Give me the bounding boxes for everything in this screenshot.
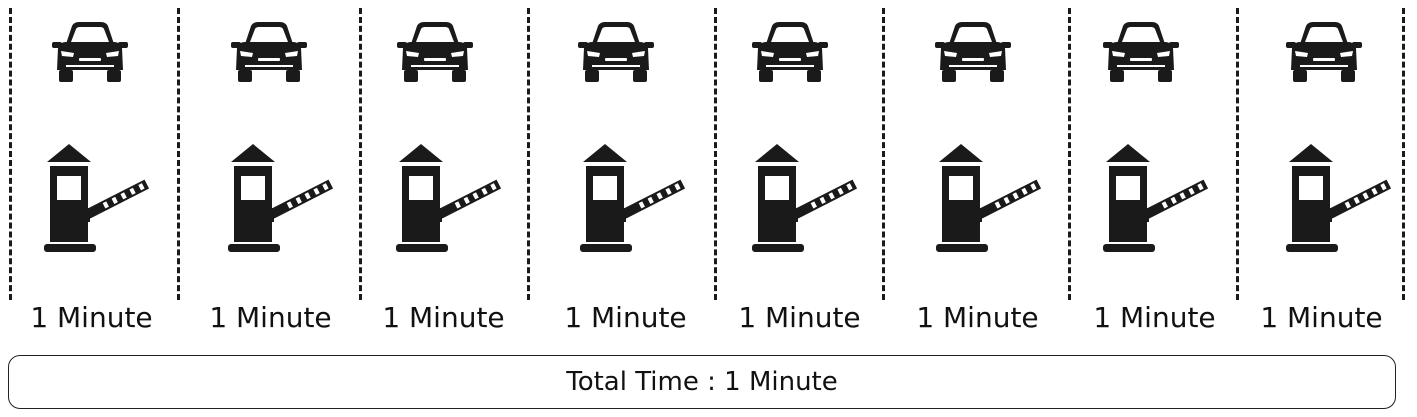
lane-divider [1236, 8, 1239, 300]
lane-divider [714, 8, 717, 300]
lane-divider [527, 8, 530, 300]
toll-booth-icon [936, 140, 1046, 260]
car-icon [52, 20, 128, 84]
lane-divider [177, 8, 180, 300]
car-icon [935, 20, 1011, 84]
toll-booth-icon [1286, 140, 1396, 260]
toll-booth-icon [580, 140, 690, 260]
toll-lane-5: 1 Minute [712, 0, 887, 345]
toll-booth-icon [752, 140, 862, 260]
lane-time-label: 1 Minute [1260, 301, 1383, 334]
total-time-box: Total Time : 1 Minute [8, 355, 1396, 409]
lane-time-label: 1 Minute [738, 301, 861, 334]
car-icon [231, 20, 307, 84]
lane-time-label: 1 Minute [1093, 301, 1216, 334]
toll-lane-7: 1 Minute [1067, 0, 1242, 345]
toll-booth-icon [228, 140, 338, 260]
toll-lane-4: 1 Minute [538, 0, 713, 345]
toll-lane-3: 1 Minute [356, 0, 531, 345]
toll-lane-2: 1 Minute [183, 0, 358, 345]
total-time-label: Total Time : 1 Minute [566, 367, 838, 397]
car-icon [578, 20, 654, 84]
toll-lane-1: 1 Minute [4, 0, 179, 345]
lane-divider [9, 8, 12, 300]
car-icon [1286, 20, 1362, 84]
toll-booth-icon [1103, 140, 1213, 260]
lane-time-label: 1 Minute [209, 301, 332, 334]
lane-divider [359, 8, 362, 300]
car-icon [752, 20, 828, 84]
car-icon [1103, 20, 1179, 84]
lane-time-label: 1 Minute [30, 301, 153, 334]
toll-lane-6: 1 Minute [890, 0, 1065, 345]
lane-divider [1068, 8, 1071, 300]
lane-divider [882, 8, 885, 300]
lane-time-label: 1 Minute [382, 301, 505, 334]
toll-booth-icon [396, 140, 506, 260]
car-icon [397, 20, 473, 84]
toll-booth-icon [44, 140, 154, 260]
lane-time-label: 1 Minute [564, 301, 687, 334]
lane-divider [1402, 8, 1405, 300]
lane-time-label: 1 Minute [916, 301, 1039, 334]
toll-lane-8: 1 Minute [1234, 0, 1409, 345]
